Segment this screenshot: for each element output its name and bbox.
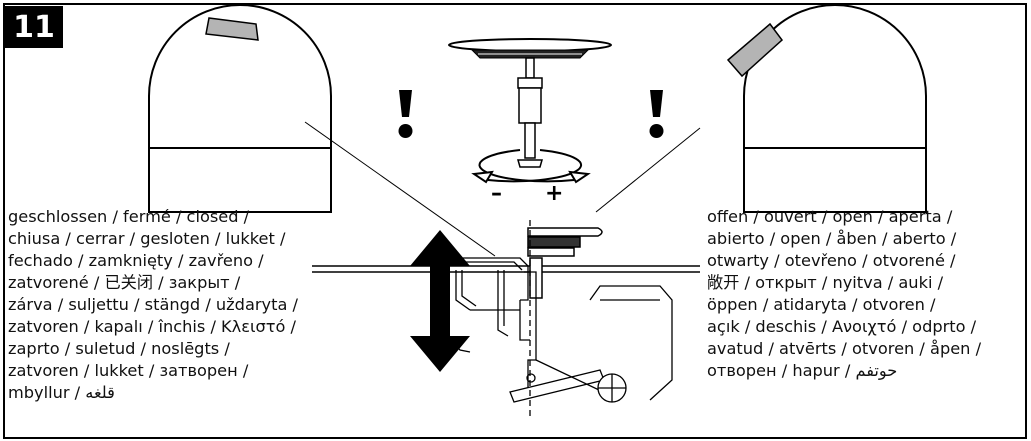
caption-line: avatud / atvērts / otvoren / åpen / — [707, 339, 982, 358]
caption-line: geschlossen / fermé / closed / — [8, 207, 250, 226]
open-caption: offen / ouvert / open / aperta / abierto… — [707, 206, 981, 382]
exclamation-icon — [649, 90, 664, 138]
caption-line: mbyllur / قلغه — [8, 383, 115, 402]
caption-line: 敞开 / открыт / nyitva / auki / — [707, 273, 944, 292]
caption-line: öppen / atidaryta / otvoren / — [707, 295, 936, 314]
basin-surface — [312, 265, 700, 273]
exclamation-icon — [398, 90, 413, 138]
closed-knob-diagram — [148, 4, 332, 213]
drain-mechanism — [447, 220, 673, 420]
rotation-arrow-icon — [471, 149, 591, 184]
caption-line: açık / deschis / Ανοιχτό / odprto / — [707, 317, 977, 336]
caption-line: zaprto / suletud / noslēgts / — [8, 339, 230, 358]
caption-line: abierto / open / åben / aberto / — [707, 229, 957, 248]
caption-line: отворен / hapur / حوتفم — [707, 361, 898, 380]
rotation-minus-label: – — [491, 181, 502, 206]
caption-line: zárva / suljettu / stängd / uždaryta / — [8, 295, 298, 314]
open-plug-section — [527, 227, 603, 299]
caption-line: zatvoren / lukket / затворен / — [8, 361, 249, 380]
leader-lines — [304, 121, 701, 257]
caption-line: zatvoren / kapalı / închis / Κλειστό / — [8, 317, 296, 336]
open-knob-diagram — [726, 4, 927, 213]
caption-line: offen / ouvert / open / aperta / — [707, 207, 953, 226]
caption-line: otwarty / otevřeno / otvorené / — [707, 251, 956, 270]
rotation-plus-label: + — [545, 181, 563, 206]
caption-line: fechado / zamknięty / zavřeno / — [8, 251, 264, 270]
figure-frame — [3, 3, 1027, 439]
closed-caption: geschlossen / fermé / closed / chiusa / … — [8, 206, 298, 404]
caption-line: zatvorené / 已关闭 / закрыт / — [8, 273, 241, 292]
step-number: 11 — [5, 6, 63, 48]
plug-stopper — [448, 38, 612, 168]
caption-line: chiusa / cerrar / gesloten / lukket / — [8, 229, 286, 248]
